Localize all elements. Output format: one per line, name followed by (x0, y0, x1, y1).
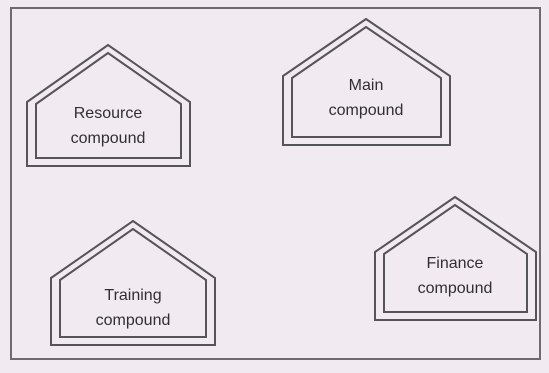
house-inner-outline (383, 203, 528, 313)
compound-type: compound (418, 280, 493, 297)
house-outer-outline (374, 195, 537, 321)
compound-name: Finance (427, 255, 484, 272)
house-outer-outline (50, 219, 216, 346)
house-inner-outline (59, 227, 207, 338)
house-outer-outline (26, 43, 191, 167)
compound-name: Main (349, 77, 384, 94)
compound-house-resource: Resource compound (26, 43, 191, 167)
compound-name: Training (104, 287, 161, 304)
compound-type: compound (71, 130, 146, 147)
compound-house-main: Main compound (282, 17, 451, 146)
compound-name: Resource (74, 105, 143, 122)
house-inner-outline (35, 51, 182, 159)
compound-type: compound (329, 102, 404, 119)
compound-house-training: Training compound (50, 219, 216, 346)
diagram-frame (10, 7, 541, 360)
compound-type: compound (96, 312, 171, 329)
compound-house-finance: Finance compound (374, 195, 537, 321)
house-inner-outline (291, 25, 442, 138)
house-outer-outline (282, 17, 451, 146)
